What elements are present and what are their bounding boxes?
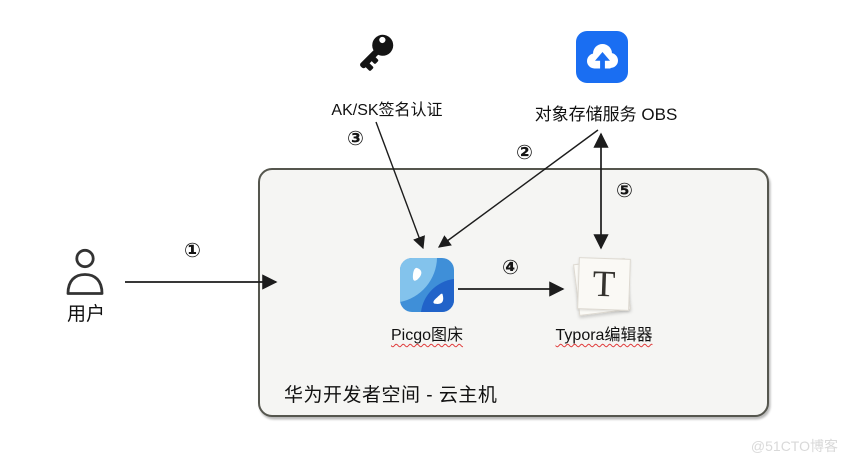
picgo-label: Picgo图床 <box>390 327 464 344</box>
typora-app-icon: T <box>573 256 634 316</box>
step-4-badge: ④ <box>502 255 519 279</box>
cloud-host-box-label: 华为开发者空间 - 云主机 <box>284 385 498 406</box>
person-outline-icon <box>64 247 106 297</box>
step-2-badge: ② <box>516 140 533 164</box>
step-3-badge: ③ <box>347 126 364 150</box>
watermark: @51CTO博客 <box>750 438 838 454</box>
step-5-badge: ⑤ <box>616 178 633 202</box>
key-icon <box>351 26 401 78</box>
picgo-app-icon <box>400 258 454 312</box>
step-1-badge: ① <box>184 238 201 262</box>
user-label: 用户 <box>66 304 105 325</box>
aksk-label: AK/SK签名认证 <box>331 102 443 119</box>
cloud-upload-icon <box>576 31 628 83</box>
typora-letter: T <box>591 263 617 305</box>
typora-label: Typora编辑器 <box>555 327 653 344</box>
typora-paper-front: T <box>577 257 631 311</box>
obs-label: 对象存储服务 OBS <box>534 105 678 124</box>
